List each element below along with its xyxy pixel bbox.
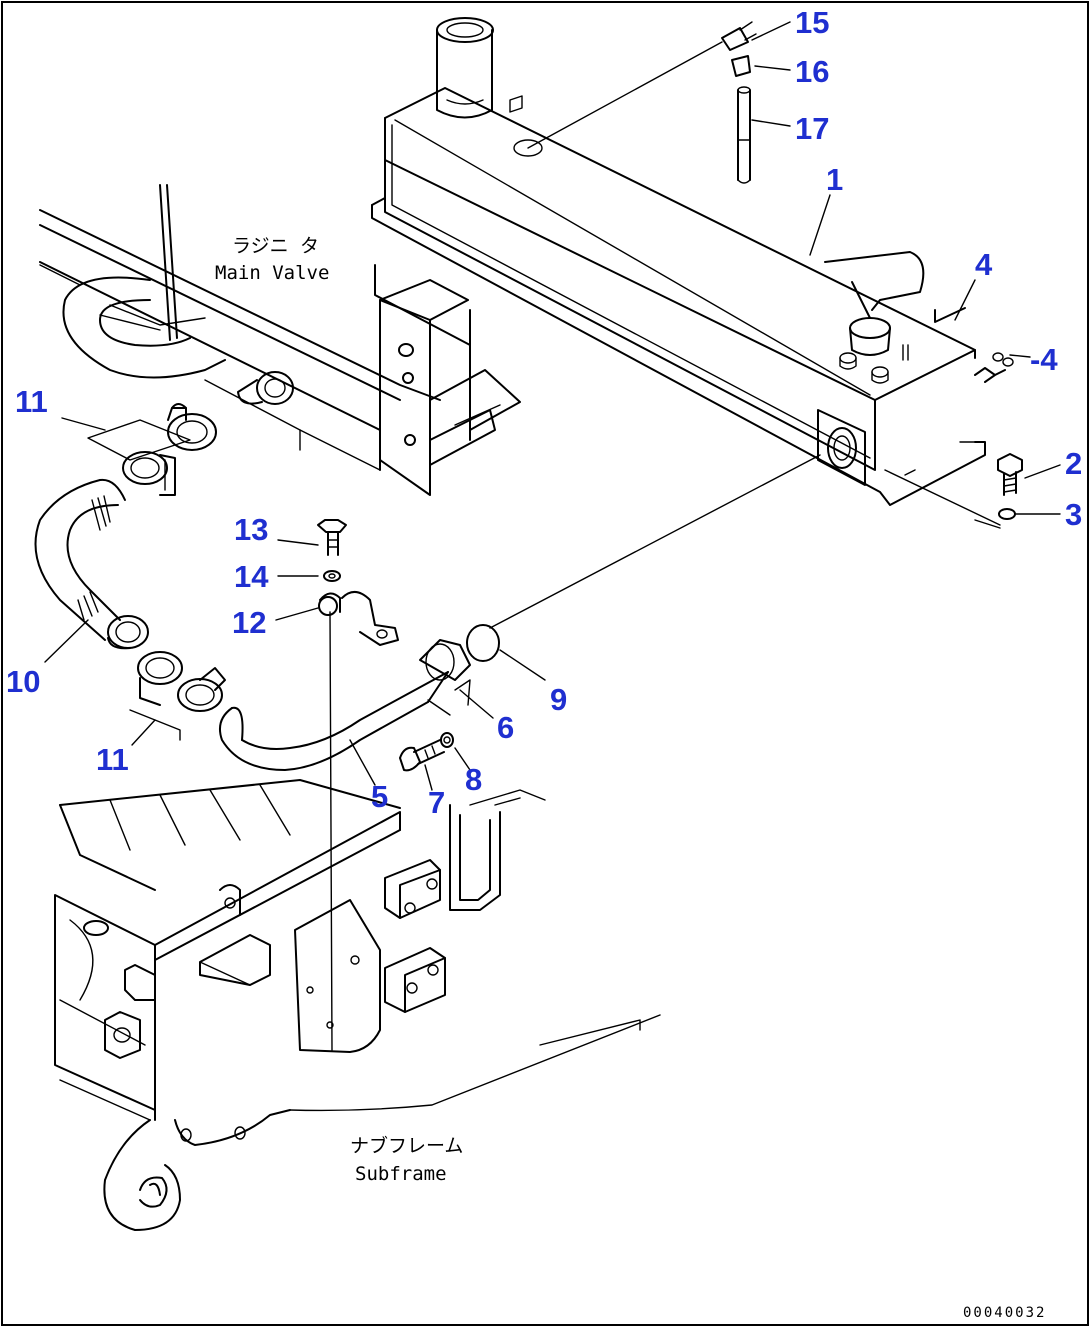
hose-10 (34, 478, 149, 650)
callout-11-lower: 11 (96, 742, 129, 777)
callout-minus-4: -4 (1030, 342, 1058, 377)
subframe-assembly (54, 779, 661, 1231)
pipe-bolt (399, 732, 454, 772)
hose-clamps-upper (87, 403, 217, 496)
mount-bolt (884, 453, 1023, 529)
breather-fittings (527, 21, 757, 184)
callout-7: 7 (428, 785, 445, 820)
pipe-bracket (317, 519, 399, 1051)
callout-2: 2 (1065, 446, 1082, 481)
main-valve-label-jp: ラジニ タ (232, 235, 319, 257)
gasket-9 (466, 454, 821, 662)
callout-4: 4 (975, 247, 993, 282)
callout-13: 13 (234, 512, 268, 547)
callout-17: 17 (795, 111, 829, 146)
leader-lines (44, 21, 1061, 791)
clip-parts (974, 352, 1014, 383)
document-number: 00040032 (963, 1305, 1046, 1321)
subframe-label-en: Subframe (355, 1163, 447, 1185)
main-valve-label-en: Main Valve (215, 262, 329, 284)
callout-6: 6 (497, 710, 514, 745)
callout-16: 16 (795, 54, 829, 89)
callout-12: 12 (232, 605, 266, 640)
callout-3: 3 (1065, 497, 1082, 532)
main-valve-assembly (39, 184, 521, 496)
callout-9: 9 (550, 682, 567, 717)
reservoir-tank (371, 17, 986, 506)
callout-14: 14 (234, 559, 269, 594)
callout-15: 15 (795, 5, 829, 40)
pipe-5 (219, 639, 471, 771)
callout-1: 1 (826, 162, 843, 197)
callout-5: 5 (371, 779, 388, 814)
hose-clamps-lower (129, 651, 226, 741)
subframe-label-jp: ナブフレーム (350, 1134, 463, 1157)
callout-10: 10 (6, 664, 40, 699)
callout-11-upper: 11 (15, 384, 48, 419)
callout-8: 8 (465, 762, 482, 797)
